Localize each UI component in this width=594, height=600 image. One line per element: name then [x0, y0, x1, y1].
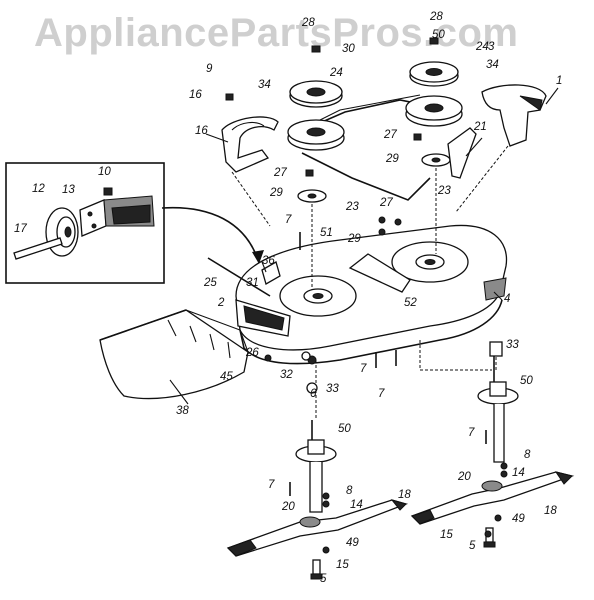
part-label-3: 3: [488, 41, 495, 53]
part-label-50b: 50: [520, 375, 533, 387]
part-label-7a: 7: [285, 214, 292, 226]
part-label-49a: 49: [346, 537, 359, 549]
part-label-4: 4: [504, 293, 510, 305]
part-label-15b: 15: [440, 529, 453, 541]
part-label-51: 51: [320, 227, 333, 239]
pointer-arrow-head: [252, 250, 264, 264]
part-label-36: 36: [262, 255, 275, 267]
part-label-6: 6: [310, 388, 317, 400]
belt-guide-left: [221, 116, 279, 173]
part-label-14b: 14: [512, 467, 525, 479]
inset-detail-box: [5, 162, 165, 284]
part-label-24b: 24: [475, 41, 489, 53]
part-label-23a: 23: [345, 201, 359, 213]
part-label-29a: 29: [269, 187, 283, 199]
mower-deck: [235, 224, 508, 365]
part-label-5a: 5: [320, 573, 327, 585]
deflector-rod: [207, 257, 271, 297]
part-label-18b: 18: [544, 505, 557, 517]
part-label-28a: 28: [301, 17, 315, 29]
part-label-20a: 20: [281, 501, 295, 513]
part-label-45: 45: [220, 371, 233, 383]
part-label-25: 25: [203, 277, 217, 289]
part-label-13: 13: [62, 184, 75, 196]
belt-guide-right: [481, 84, 547, 147]
part-label-7e: 7: [268, 479, 275, 491]
part-label-33a: 33: [326, 383, 339, 395]
part-label-29c: 29: [385, 153, 399, 165]
part-label-18a: 18: [398, 489, 411, 501]
part-label-8b: 8: [524, 449, 531, 461]
part-label-30: 30: [342, 43, 355, 55]
part-label-27a: 27: [273, 167, 287, 179]
part-label-28b: 28: [429, 11, 443, 23]
right-spindle-assembly: [410, 341, 575, 548]
discharge-chute: [99, 309, 249, 400]
part-label-5b: 5: [469, 540, 476, 552]
part-number-callouts: 1 16 3 4 5 5 6 7 7 7 7 7 8 8 9 10 12 13 …: [14, 11, 562, 585]
part-label-27c: 27: [383, 129, 397, 141]
part-label-27b: 27: [379, 197, 393, 209]
part-label-33b: 33: [506, 339, 519, 351]
part-label-23b: 23: [437, 185, 451, 197]
watermark-text: AppliancePartsPros.com: [34, 11, 519, 55]
part-label-10: 10: [98, 166, 111, 178]
part-label-15a: 15: [336, 559, 349, 571]
part-label-50a: 50: [338, 423, 351, 435]
part-label-49b: 49: [512, 513, 525, 525]
part-label-34b: 34: [486, 59, 499, 71]
part-label-26: 26: [245, 347, 259, 359]
bolts-7: [289, 232, 487, 496]
part-label-38: 38: [176, 405, 189, 417]
part-label-34a: 34: [258, 79, 271, 91]
part-label-21: 21: [473, 121, 487, 133]
part-label-7b: 7: [360, 363, 367, 375]
callout-leader-lines: [169, 87, 559, 405]
part-label-7c: 7: [378, 388, 385, 400]
part-label-52: 52: [404, 297, 417, 309]
part-label-2: 16: [195, 125, 208, 137]
part-label-17: 17: [14, 223, 27, 235]
part-label-16b: 2: [217, 297, 225, 309]
part-label-12: 12: [32, 183, 45, 195]
part-label-8a: 8: [346, 485, 353, 497]
left-spindle-assembly: [226, 420, 409, 580]
idler-and-drive-pulleys: [225, 37, 463, 203]
part-label-7d: 7: [468, 427, 475, 439]
part-label-32: 32: [280, 369, 293, 381]
part-label-24a: 24: [329, 67, 343, 79]
idler-arm: [447, 127, 477, 179]
part-label-16a: 16: [189, 89, 202, 101]
nuts-and-washers: [264, 216, 508, 554]
part-label-20b: 20: [457, 471, 471, 483]
part-label-14a: 14: [350, 499, 363, 511]
part-label-31: 31: [246, 277, 259, 289]
pointer-arrow: [161, 206, 259, 261]
part-label-1: 1: [556, 75, 562, 87]
part-label-29b: 29: [347, 233, 361, 245]
part-label-3b: 50: [432, 29, 445, 41]
part-label-9: 9: [206, 63, 213, 75]
